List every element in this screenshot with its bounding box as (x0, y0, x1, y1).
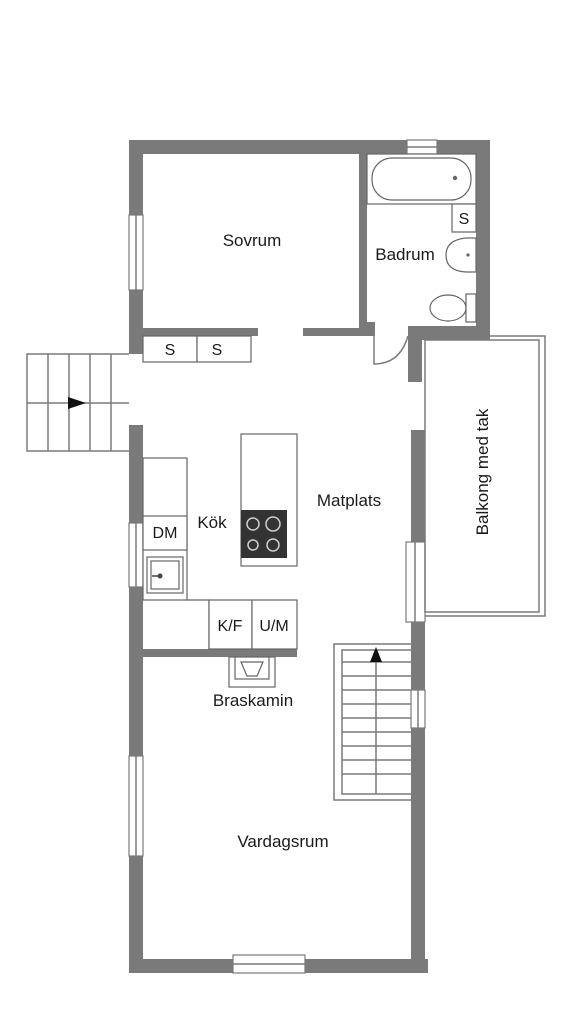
kitchen (142, 433, 298, 650)
label-badrum: Badrum (375, 245, 435, 264)
closet-1 (142, 335, 198, 363)
hob-icon (241, 510, 287, 558)
label-braskamin: Braskamin (213, 691, 293, 710)
label-closet-1: S (165, 342, 176, 359)
bedroom-closets (142, 335, 252, 363)
entrance-stairs (26, 353, 129, 452)
interior-walls (143, 154, 425, 657)
balcony (408, 335, 546, 617)
label-sovrum: Sovrum (223, 231, 282, 250)
label-kok: Kök (197, 513, 227, 532)
bathroom-fixtures (366, 153, 477, 365)
label-balkong: Balkong med tak (473, 408, 492, 535)
label-matplats: Matplats (317, 491, 381, 510)
interior-stairs (333, 643, 411, 801)
sink-icon (445, 237, 477, 273)
label-dishwasher: DM (153, 525, 178, 542)
toilet-icon (465, 293, 477, 323)
fireplace-icon (228, 656, 276, 688)
label-vardagsrum: Vardagsrum (237, 832, 328, 851)
dishwasher (142, 515, 188, 551)
label-fridge-freezer: K/F (218, 618, 243, 635)
label-oven-micro: U/M (259, 618, 288, 635)
stair-arrow-up-icon (370, 647, 382, 662)
closet-2 (196, 335, 252, 363)
label-closet-bath: S (459, 211, 470, 228)
bath-door-swing (373, 330, 409, 365)
fridge-freezer (208, 599, 253, 650)
fixture-labels: S S S DM K/F U/M (153, 211, 470, 635)
label-closet-2: S (212, 342, 223, 359)
closet-bath (451, 203, 477, 233)
windows (128, 139, 438, 974)
stair-arrow-right-icon (68, 397, 86, 409)
oven-micro (251, 599, 298, 650)
room-labels: Sovrum Badrum Kök Matplats Balkong med t… (197, 231, 492, 851)
